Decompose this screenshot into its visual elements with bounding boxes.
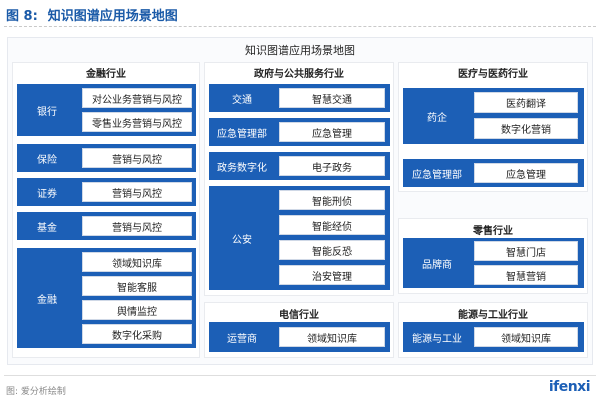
gov-category-emergency: 应急管理部 xyxy=(217,128,267,140)
gov-item: 智慧交通 xyxy=(279,88,385,108)
finance-category-securities: 证券 xyxy=(37,188,57,200)
medical-item: 医药翻译 xyxy=(474,92,578,113)
finance-item: 营销与风控 xyxy=(82,216,192,236)
figure-title: 图 8: 知识图谱应用场景地图 xyxy=(6,5,178,24)
gov-category-traffic: 交通 xyxy=(232,94,252,106)
telecom-item: 领域知识库 xyxy=(279,327,385,347)
footer-divider xyxy=(4,375,596,376)
retail-item: 智慧营销 xyxy=(474,265,578,285)
finance-category-insurance: 保险 xyxy=(37,154,57,166)
finance-item: 智能客服 xyxy=(82,276,192,296)
finance-section-title: 金融行业 xyxy=(86,69,126,80)
finance-item: 舆情监控 xyxy=(82,300,192,320)
gov-item: 智能经侦 xyxy=(279,215,385,235)
finance-item: 领域知识库 xyxy=(82,252,192,272)
medical-item: 数字化营销 xyxy=(474,118,578,139)
source-note: 图: 爱分析绘制 xyxy=(6,387,66,397)
gov-item: 智能反恐 xyxy=(279,240,385,260)
energy-section-title: 能源与工业行业 xyxy=(458,310,528,321)
energy-category-industry: 能源与工业 xyxy=(412,333,462,345)
gov-category-police: 公安 xyxy=(232,234,252,246)
gov-item: 智能刑侦 xyxy=(279,190,385,210)
finance-item: 数字化采购 xyxy=(82,324,192,344)
gov-item: 应急管理 xyxy=(279,122,385,142)
finance-item: 零售业务营销与风控 xyxy=(82,112,192,132)
diagram-title: 知识图谱应用场景地图 xyxy=(245,44,355,57)
gov-section-title: 政府与公共服务行业 xyxy=(254,69,344,80)
finance-item: 对公业务营销与风控 xyxy=(82,88,192,108)
finance-category-bank: 银行 xyxy=(37,106,57,118)
finance-item: 营销与风控 xyxy=(82,148,192,168)
retail-item: 智慧门店 xyxy=(474,241,578,261)
medical-section-title: 医疗与医药行业 xyxy=(458,69,528,80)
ifenxi-logo: ifenxi xyxy=(548,379,591,395)
gov-item: 治安管理 xyxy=(279,265,385,285)
figure-label: 图 8: xyxy=(6,9,38,24)
finance-item: 营销与风控 xyxy=(82,182,192,202)
medical-category-pharma: 药企 xyxy=(427,112,447,124)
retail-category-brand: 品牌商 xyxy=(422,259,452,271)
retail-section-title: 零售行业 xyxy=(473,226,513,237)
telecom-section-title: 电信行业 xyxy=(279,310,319,321)
medical-category-emergency: 应急管理部 xyxy=(412,169,462,181)
header-divider xyxy=(4,26,596,27)
telecom-category-operator: 运营商 xyxy=(227,333,257,345)
energy-item: 领域知识库 xyxy=(474,327,578,347)
gov-category-egov: 政务数字化 xyxy=(217,162,267,174)
medical-item: 应急管理 xyxy=(474,163,578,183)
figure-title-text: 知识图谱应用场景地图 xyxy=(47,9,178,24)
gov-item: 电子政务 xyxy=(279,156,385,176)
finance-category-fund: 基金 xyxy=(37,222,57,234)
finance-category-general: 金融 xyxy=(37,294,57,306)
